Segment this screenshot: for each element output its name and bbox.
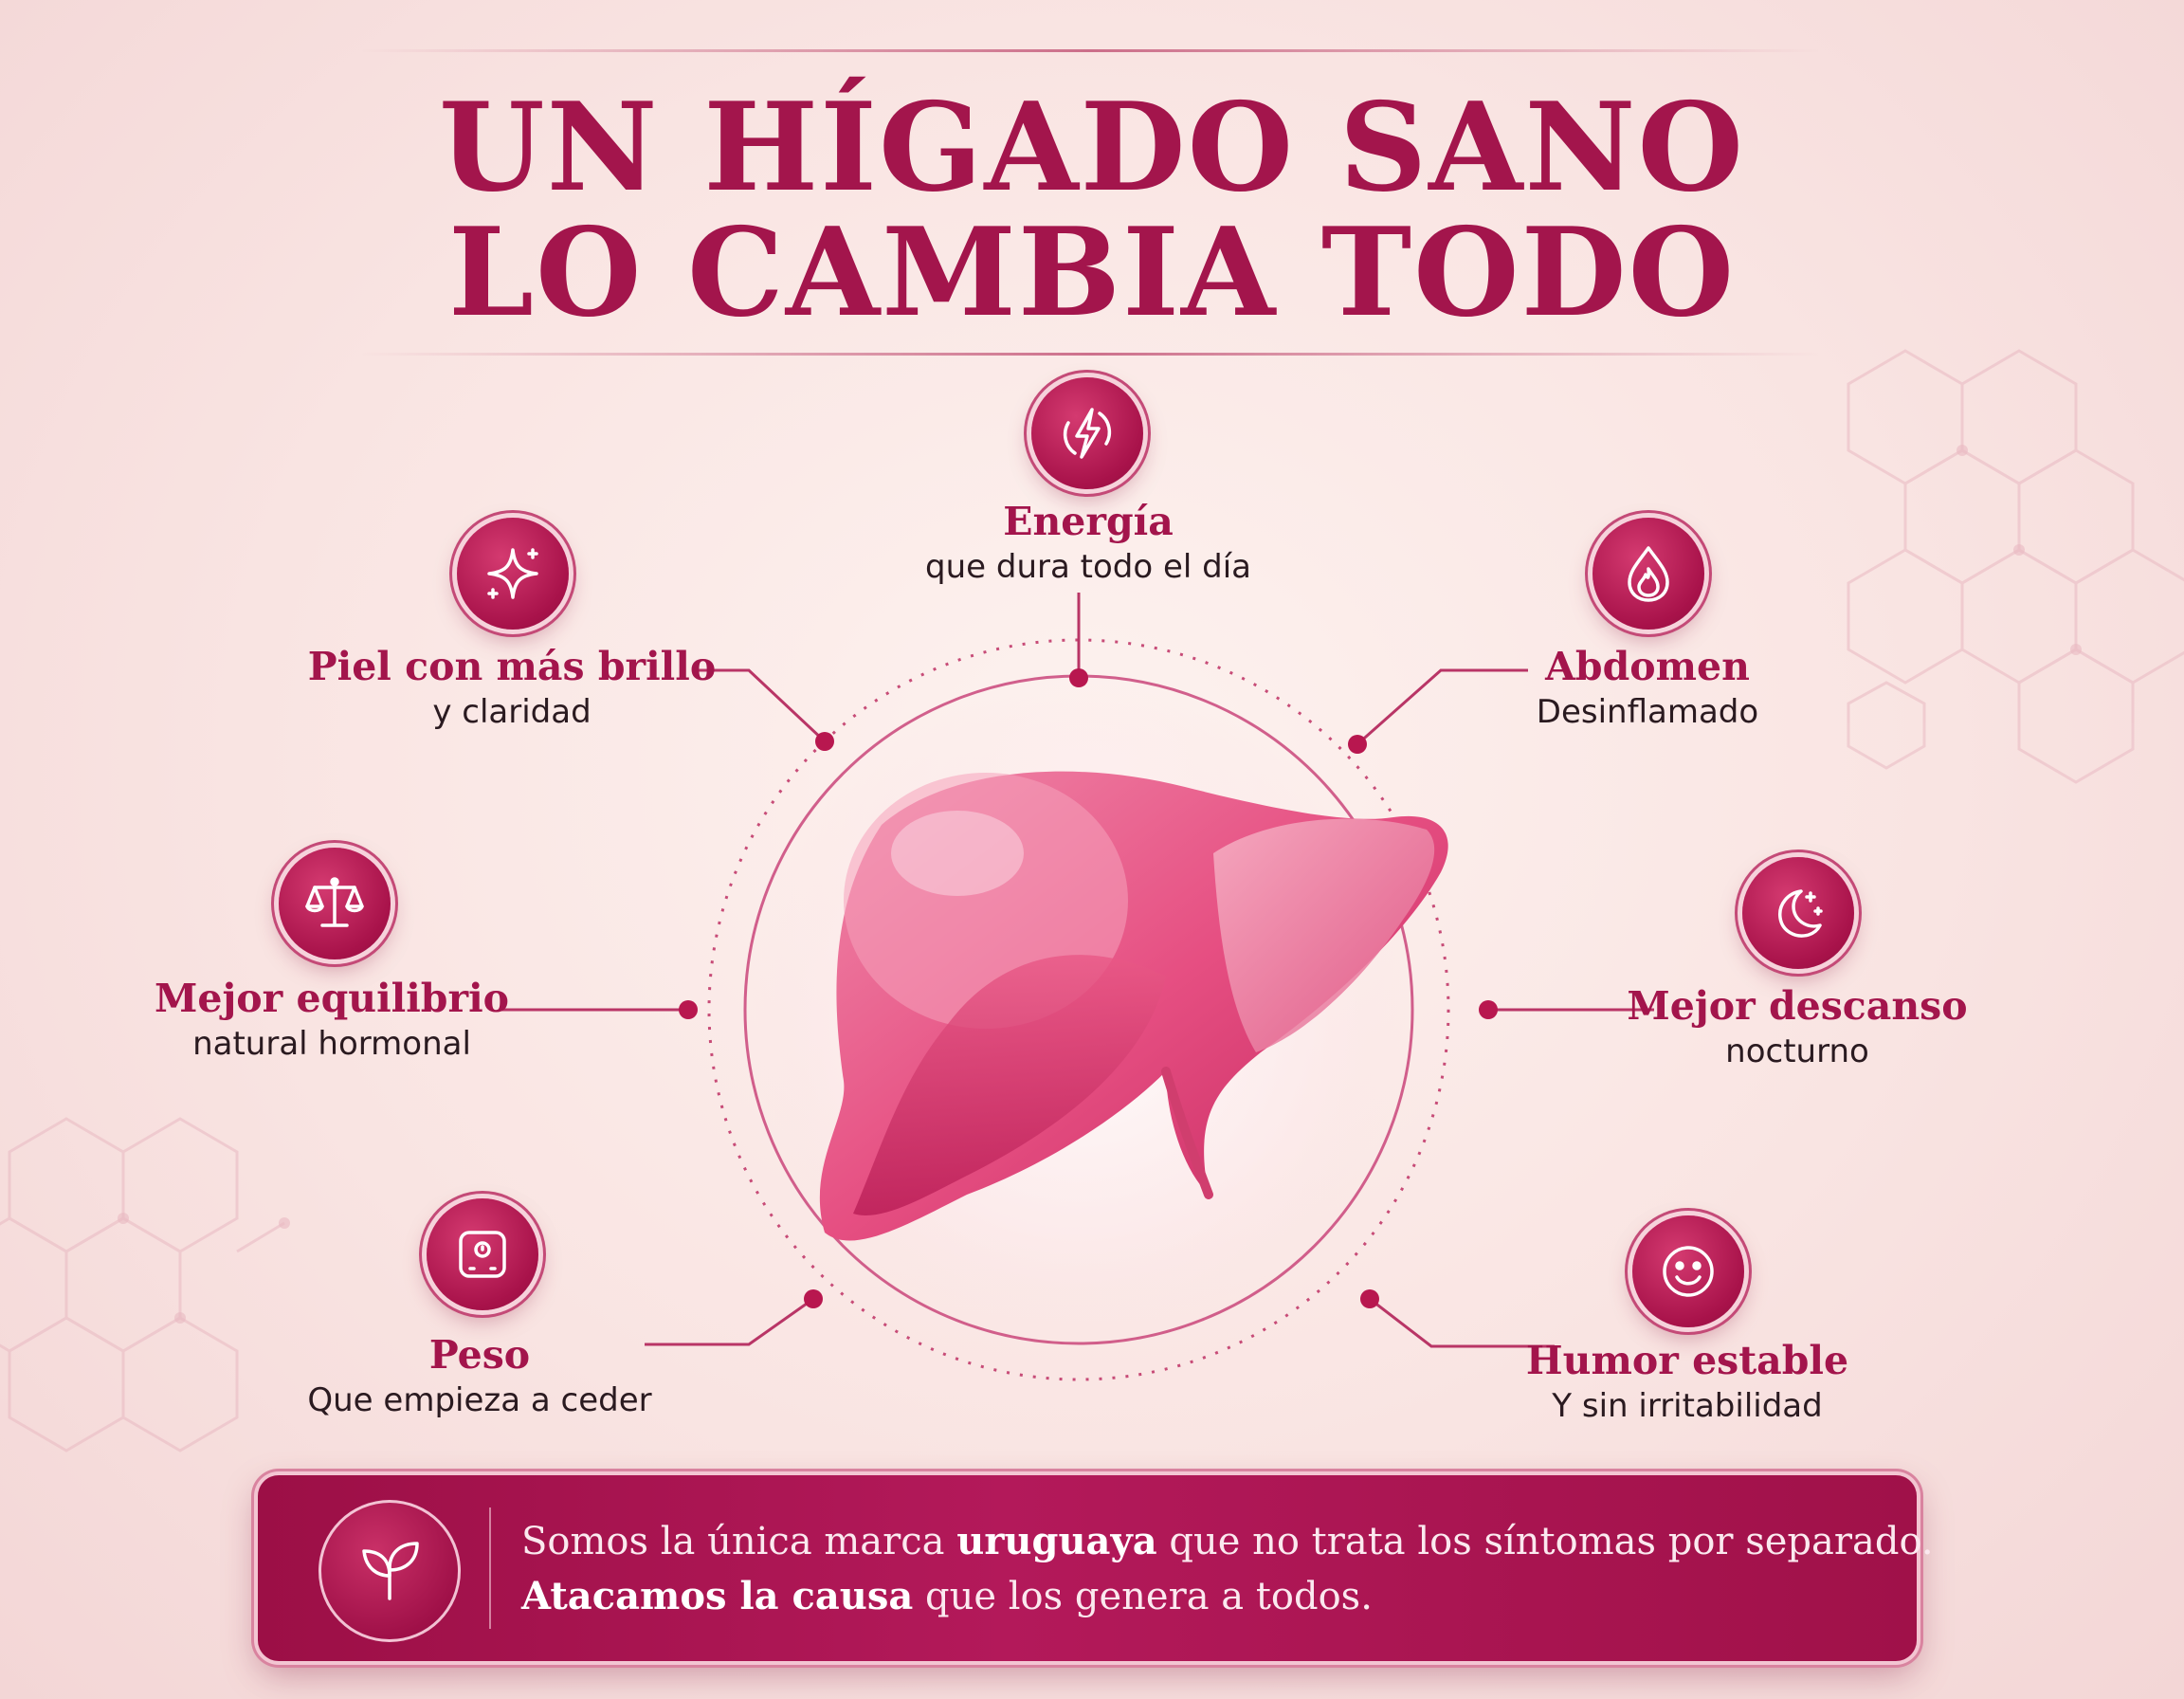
benefit-piel: Piel con más brillo y claridad: [265, 643, 758, 734]
banner-text: Somos la única marca: [521, 1520, 957, 1563]
benefit-humor: Humor estable Y sin irritabilidad: [1441, 1337, 1934, 1428]
connector-dot: [1069, 668, 1088, 687]
benefit-subtitle: nocturno: [1725, 1032, 1869, 1070]
connector-dot: [1360, 1289, 1379, 1308]
abdomen-badge: [1592, 518, 1704, 630]
skin-badge: [457, 518, 569, 630]
benefit-subtitle: Y sin irritabilidad: [1552, 1387, 1823, 1425]
benefit-equilibrio: Mejor equilibrio natural hormonal: [85, 975, 578, 1066]
balance-scale-icon: [305, 877, 364, 927]
benefit-title: Abdomen: [1545, 644, 1750, 689]
brand-message-banner: Somos la única marca uruguaya que no tra…: [258, 1475, 1934, 1661]
flame-drop-icon: [1628, 546, 1669, 602]
connector-dot: [804, 1289, 823, 1308]
benefit-subtitle: Desinflamado: [1536, 693, 1759, 731]
benefit-subtitle: y claridad: [432, 693, 592, 731]
mood-badge: [1632, 1215, 1744, 1327]
banner-line-2: Atacamos la causa que los genera a todos…: [521, 1570, 1373, 1623]
benefit-energia: Energía que dura todo el día: [842, 498, 1335, 589]
benefit-abdomen: Abdomen Desinflamado: [1401, 643, 1894, 734]
balance-badge: [279, 848, 391, 959]
leaf-badge: [318, 1500, 461, 1642]
banner-bold-text: Atacamos la causa: [521, 1574, 914, 1618]
banner-divider: [489, 1507, 491, 1629]
connector-dot: [815, 732, 834, 751]
banner-text: que los genera a todos.: [913, 1575, 1373, 1618]
leaf-icon: [362, 1542, 419, 1600]
weight-badge: [427, 1198, 538, 1310]
benefit-descanso: Mejor descanso nocturno: [1551, 982, 2044, 1073]
benefit-title: Piel con más brillo: [307, 644, 717, 689]
lightning-bolt-icon: [1063, 408, 1112, 459]
banner-line-1: Somos la única marca uruguaya que no tra…: [521, 1515, 1934, 1568]
page-title-line1: UN HÍGADO SANO: [439, 77, 1745, 219]
page-title-line2: LO CAMBIA TODO: [447, 202, 1737, 344]
smiley-face-icon: [1663, 1246, 1714, 1297]
connector-dot: [1479, 1000, 1498, 1019]
title-top-rule: [360, 49, 1820, 52]
connector-dot: [679, 1000, 698, 1019]
benefit-title: Mejor equilibrio: [154, 976, 509, 1021]
banner-text: que no trata los síntomas por separado.: [1156, 1520, 1934, 1563]
moon-stars-icon: [1778, 889, 1823, 938]
energy-badge: [1031, 377, 1143, 489]
benefit-subtitle: Que empieza a ceder: [307, 1381, 652, 1419]
benefit-subtitle: natural hormonal: [192, 1025, 471, 1063]
benefit-subtitle: que dura todo el día: [925, 548, 1251, 586]
banner-bold-text: uruguaya: [956, 1519, 1157, 1563]
connector-dot: [1348, 735, 1367, 754]
benefit-title: Mejor descanso: [1627, 983, 1968, 1029]
outer-dotted-ring: [707, 638, 1450, 1381]
title-bottom-rule: [360, 353, 1820, 356]
sparkle-star-icon: [487, 548, 538, 599]
benefit-title: Humor estable: [1525, 1338, 1849, 1383]
benefit-title: Energía: [1003, 499, 1174, 544]
benefit-title: Peso: [428, 1332, 531, 1378]
weight-scale-icon: [459, 1231, 506, 1278]
benefit-peso: Peso Que empieza a ceder: [233, 1331, 726, 1422]
rest-badge: [1742, 857, 1854, 969]
